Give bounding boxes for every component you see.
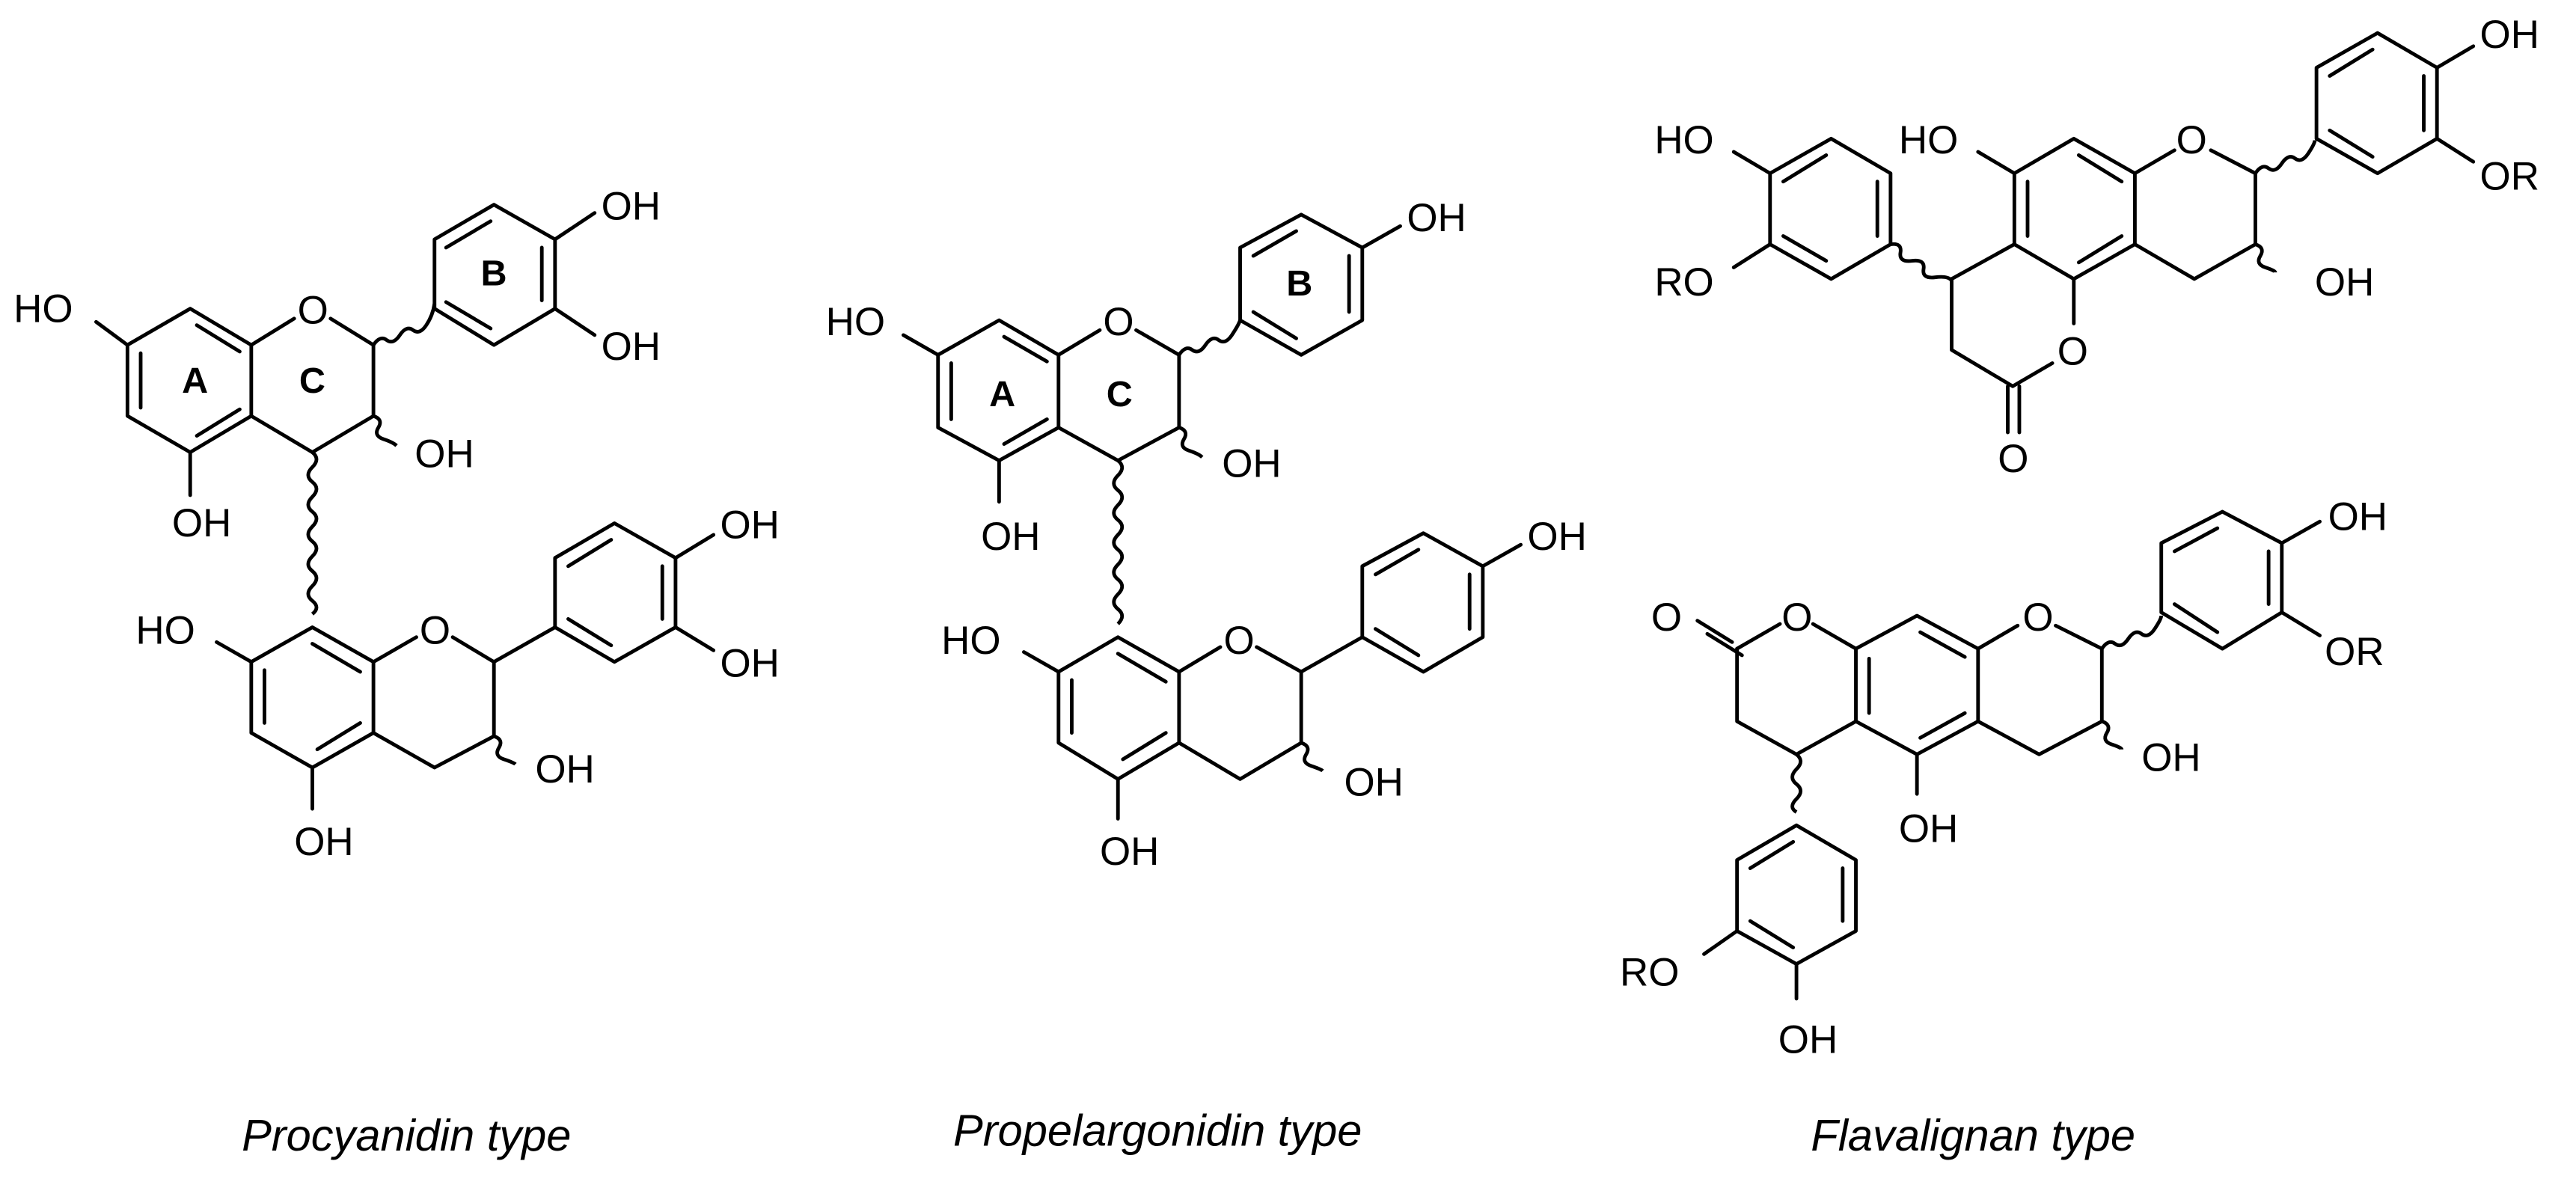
atom-label: HO bbox=[13, 287, 73, 331]
atom-label: OH bbox=[1407, 196, 1466, 240]
atom-label: O bbox=[2058, 330, 2088, 374]
atom-label: HO bbox=[1899, 118, 1958, 162]
atom-label: OR bbox=[2480, 155, 2539, 199]
atom-label: HO bbox=[135, 609, 195, 653]
atom-label: O bbox=[298, 288, 328, 332]
ring-label-b: B bbox=[481, 254, 507, 294]
atom-label: OH bbox=[535, 747, 594, 791]
atom-label: O bbox=[1651, 595, 1682, 640]
caption-propelargonidin: Propelargonidin type bbox=[953, 1105, 1362, 1155]
atom-label: OH bbox=[602, 325, 661, 369]
atom-label: HO bbox=[1654, 118, 1713, 162]
atom-label: RO bbox=[1620, 950, 1679, 994]
flavalignan-structure-bottom: O O O OH OR OH OH RO OH Flavalignan type bbox=[1620, 494, 2387, 1160]
atom-label: OH bbox=[2480, 13, 2539, 57]
atom-label: OH bbox=[2315, 260, 2374, 304]
atom-label: HO bbox=[826, 300, 885, 344]
atom-label: OH bbox=[1100, 830, 1159, 874]
ring-label-a: A bbox=[989, 374, 1015, 414]
atom-label: OH bbox=[720, 642, 779, 686]
atom-label: OH bbox=[1778, 1018, 1838, 1062]
ring-label-c: C bbox=[299, 361, 325, 401]
atom-label: OH bbox=[172, 501, 231, 545]
atom-label: RO bbox=[1654, 260, 1713, 304]
atom-label: OH bbox=[1344, 761, 1404, 805]
flavalignan-structure-top: HO RO HO O OH OR OH O O bbox=[1654, 13, 2539, 481]
atom-label: OH bbox=[294, 820, 353, 864]
propelargonidin-structure: HO O OH OH OH HO O OH OH OH A C B Propel… bbox=[826, 196, 1587, 1155]
ring-label-b: B bbox=[1286, 263, 1312, 304]
atom-label: OH bbox=[414, 432, 474, 476]
caption-procyanidin: Procyanidin type bbox=[242, 1110, 571, 1160]
ring-label-c: C bbox=[1107, 374, 1133, 414]
atom-label: OH bbox=[1222, 442, 1281, 486]
caption-flavalignan: Flavalignan type bbox=[1811, 1110, 2135, 1160]
atom-label: O bbox=[1223, 619, 1254, 663]
atom-label: OH bbox=[602, 184, 661, 228]
ring-label-a: A bbox=[182, 361, 208, 401]
atom-label: OH bbox=[1899, 806, 1958, 851]
atom-label: OH bbox=[2328, 494, 2387, 539]
atom-label: OH bbox=[2141, 735, 2200, 780]
atom-label: OH bbox=[1527, 515, 1586, 559]
atom-label: OR bbox=[2325, 630, 2384, 674]
atom-label: O bbox=[1781, 595, 1812, 640]
atom-label: O bbox=[1998, 437, 2028, 481]
atom-label: O bbox=[420, 609, 450, 653]
procyanidin-structure: HO O OH OH OH OH HO O OH OH OH OH A C B … bbox=[13, 184, 780, 1160]
atom-label: OH bbox=[720, 503, 779, 547]
atom-label: OH bbox=[981, 515, 1040, 559]
atom-label: O bbox=[2176, 118, 2207, 162]
atom-label: O bbox=[2022, 595, 2053, 640]
atom-label: HO bbox=[941, 619, 1000, 663]
atom-label: O bbox=[1103, 300, 1133, 344]
